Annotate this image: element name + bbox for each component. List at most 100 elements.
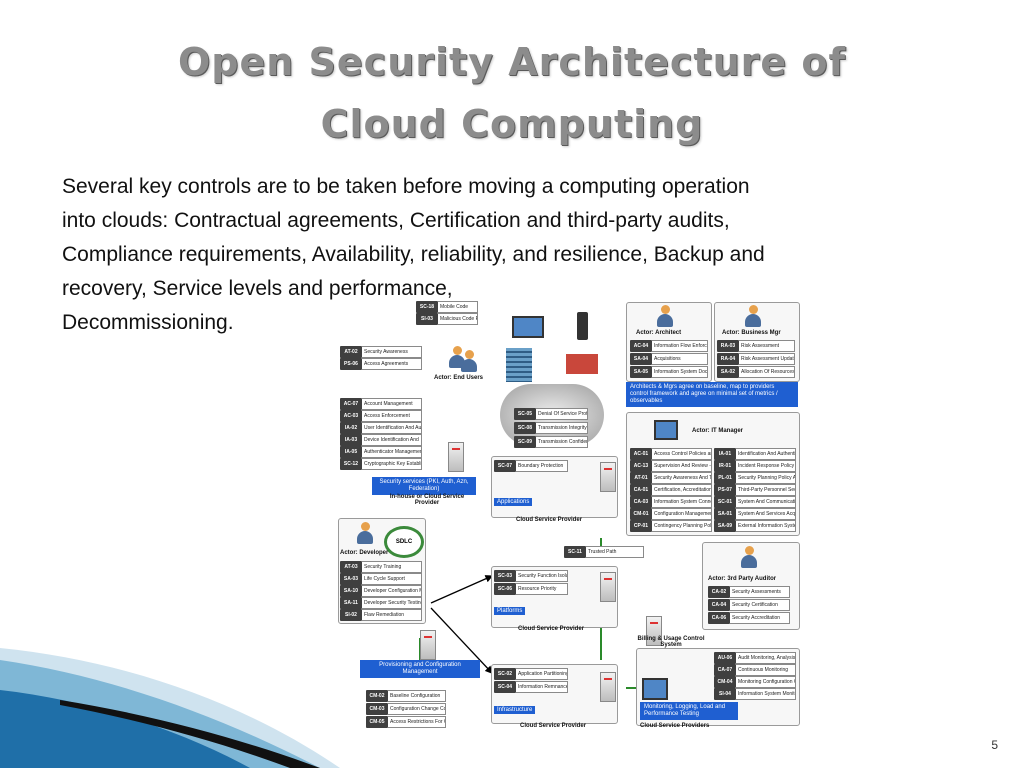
- laptop-icon: [512, 316, 544, 338]
- security-services-provider-label: In-house or Cloud Service Provider: [389, 494, 465, 506]
- actor-architect-label: Actor: Architect: [636, 330, 682, 336]
- house-icon: [566, 354, 598, 374]
- application-server-icon: [600, 462, 616, 492]
- actor-it-manager-label: Actor: IT Manager: [692, 428, 744, 434]
- monitor-icon: [642, 678, 668, 700]
- billing-label: Billing & Usage Control System: [637, 636, 705, 648]
- agreement-note: Architects & Mgrs agree on baseline, map…: [626, 382, 798, 407]
- provisioning-server-icon: [420, 630, 436, 660]
- end-users-icon: [460, 350, 478, 372]
- infrastructure-badge: Infrastructure: [494, 706, 536, 714]
- infrastructure-server-icon: [600, 672, 616, 702]
- applications-provider-label: Cloud Service Provider: [516, 517, 583, 523]
- auditor-icon: [740, 546, 758, 568]
- sdlc-label: SDLC: [395, 539, 413, 545]
- body-line: Several key controls are to be taken bef…: [62, 175, 750, 198]
- billing-server-icon: [646, 616, 662, 646]
- security-services-badge: Security services (PKI, Auth, Azn, Feder…: [372, 477, 476, 495]
- architect-icon: [656, 305, 674, 327]
- infrastructure-provider-label: Cloud Service Provider: [520, 723, 587, 729]
- body-line: recovery, Service levels and performance…: [62, 277, 453, 300]
- platforms-provider-label: Cloud Service Provider: [518, 626, 585, 632]
- developer-icon: [356, 522, 374, 544]
- platforms-badge: Platforms: [494, 607, 526, 615]
- provisioning-badge: Provisioning and Configuration Managemen…: [360, 660, 480, 678]
- actor-end-users-label: Actor: End Users: [434, 375, 484, 381]
- platform-server-icon: [600, 572, 616, 602]
- computer-icon: [654, 420, 678, 440]
- page-number: 5: [991, 738, 998, 752]
- actor-auditor-label: Actor: 3rd Party Auditor: [708, 576, 777, 582]
- building-icon: [506, 348, 532, 382]
- slide-title-line2: Cloud Computing: [320, 102, 704, 146]
- monitoring-badge: Monitoring, Logging, Load and Performanc…: [640, 702, 738, 720]
- applications-badge: Applications: [494, 498, 533, 506]
- monitoring-provider-label: Cloud Service Providers: [640, 723, 710, 729]
- body-line: Decommissioning.: [62, 311, 234, 334]
- body-line: into clouds: Contractual agreements, Cer…: [62, 209, 730, 232]
- phone-icon: [577, 312, 588, 340]
- body-line: Compliance requirements, Availability, r…: [62, 243, 765, 266]
- security-server-icon: [448, 442, 464, 472]
- sdlc-cycle-icon: SDLC: [384, 526, 424, 558]
- actor-business-mgr-label: Actor: Business Mgr: [722, 330, 781, 336]
- slide-title-line1: Open Security Architecture of: [177, 40, 847, 84]
- body-paragraph: Several key controls are to be taken bef…: [62, 170, 952, 340]
- actor-developer-label: Actor: Developer: [340, 550, 389, 556]
- business-mgr-icon: [744, 305, 762, 327]
